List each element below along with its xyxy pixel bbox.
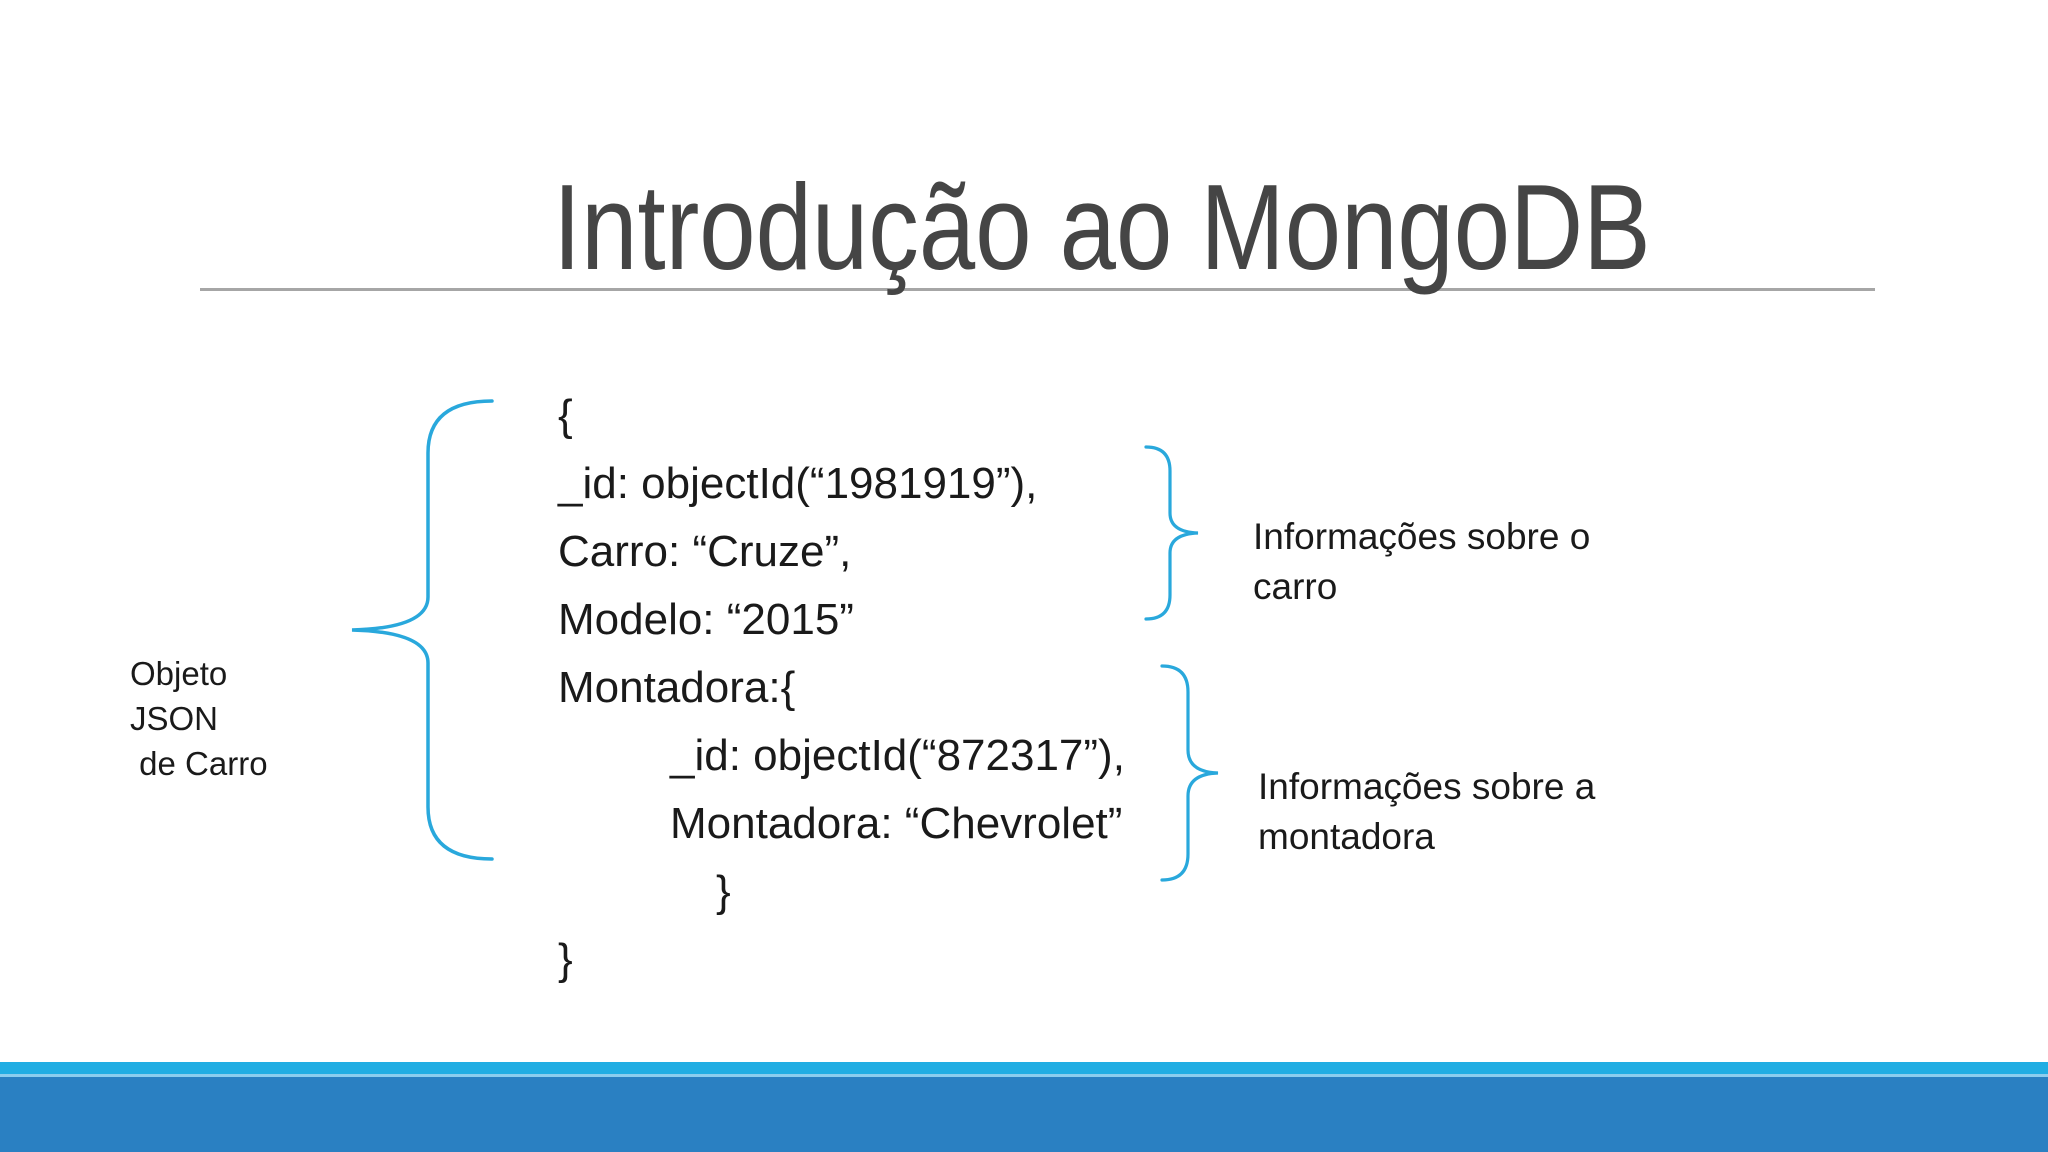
label-line: carro — [1253, 566, 1338, 607]
label-line: JSON — [130, 700, 219, 737]
label-line: Objeto — [130, 655, 228, 692]
montadora-info-label: Informações sobre a montadora — [1258, 762, 1595, 862]
label-line: montadora — [1258, 816, 1435, 857]
code-line: } — [716, 867, 731, 916]
left-curly-brace-icon — [351, 399, 494, 861]
title-underline-rule — [200, 288, 1875, 291]
page-title: Introdução ao MongoDB — [553, 159, 1651, 295]
code-line: Montadora:{ — [558, 663, 796, 712]
label-line: Informações sobre a — [1258, 766, 1596, 807]
car-info-label: Informações sobre o carro — [1253, 512, 1590, 612]
code-line: Modelo: “2015” — [558, 595, 854, 644]
code-line: Carro: “Cruze”, — [558, 527, 852, 576]
footer-divider-line — [0, 1074, 2048, 1077]
code-line: _id: objectId(“1981919”), — [558, 459, 1038, 508]
montadora-info-brace-icon — [1160, 664, 1219, 882]
code-line: } — [558, 935, 573, 984]
footer-bar — [0, 1077, 2048, 1152]
json-code-block: { _id: objectId(“1981919”), Carro: “Cruz… — [558, 382, 1125, 994]
label-line: Informações sobre o — [1253, 516, 1591, 557]
footer-light-stripe — [0, 1062, 2048, 1074]
car-info-brace-icon — [1144, 445, 1199, 621]
code-line: { — [558, 391, 573, 440]
code-line: Montadora: “Chevrolet” — [670, 799, 1123, 848]
code-line: _id: objectId(“872317”), — [670, 731, 1125, 780]
label-line: de Carro — [130, 745, 268, 782]
json-object-label: Objeto JSON de Carro — [130, 651, 268, 786]
